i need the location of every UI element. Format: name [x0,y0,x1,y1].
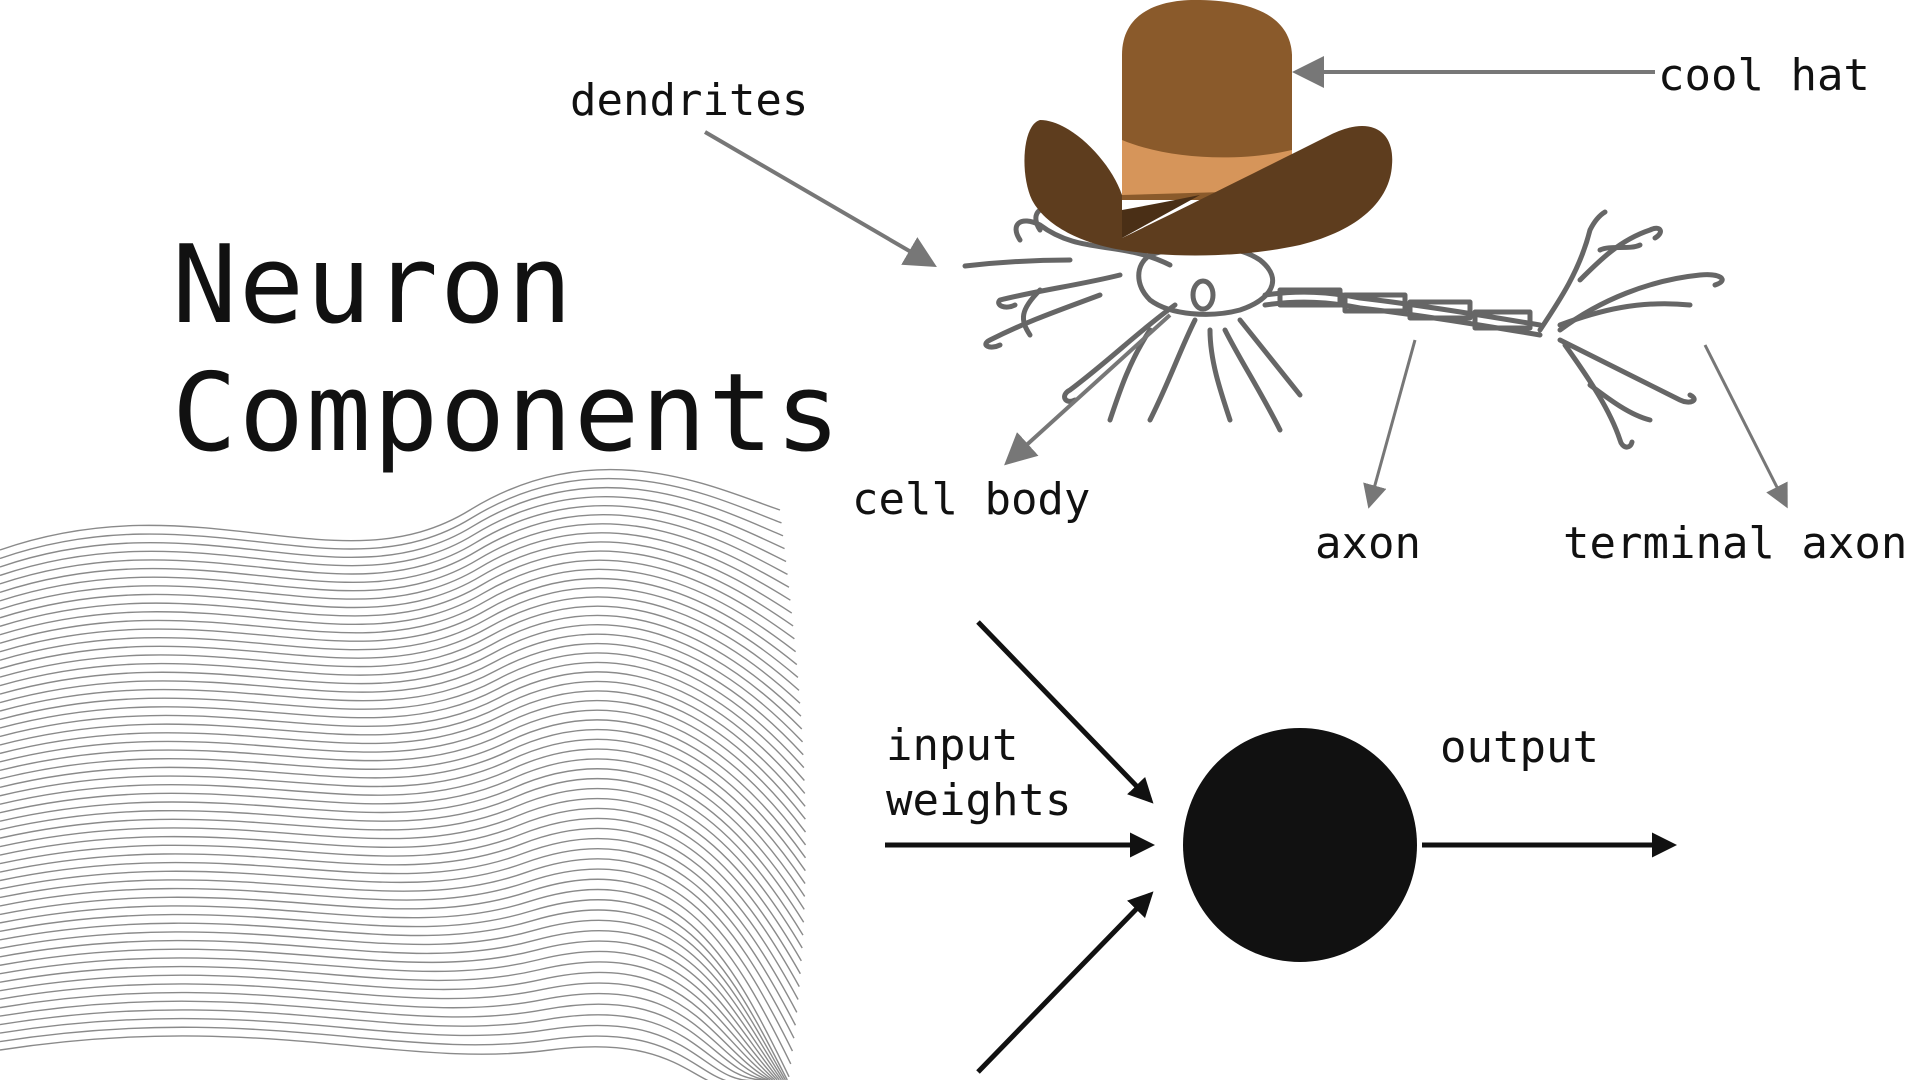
dendrites-arrow [703,130,937,268]
wave-line [0,680,806,807]
wave-line [0,550,794,627]
wave-line [0,1009,764,1080]
wave-line [0,919,785,1080]
wave-line [0,709,807,846]
neuron-outline [962,206,1725,450]
input-arrow-bottom [976,891,1154,1074]
wave-line [0,1035,756,1080]
title-line-1: Neuron [172,223,575,348]
wave-line [0,858,795,1039]
label-dendrites: dendrites [570,75,809,126]
wave-line [0,817,800,987]
wave-line [0,541,793,619]
wave-line [0,699,807,833]
wave-line [0,690,806,820]
wave-line [0,748,806,897]
wave-line [0,532,791,610]
wave-line [0,468,781,551]
wave-line [0,847,797,1026]
wave-line [0,929,782,1080]
wave-line [0,496,785,577]
wave-line [0,940,780,1080]
label-axon: axon [1315,518,1421,569]
wave-line [0,605,801,704]
label-input-line-2: weights [886,775,1072,826]
wave-line [0,587,799,678]
wave-line [0,559,795,640]
wave-line [0,950,778,1080]
wave-line [0,642,804,756]
wave-line [0,837,798,1013]
wave-line [0,577,798,666]
label-cool-hat: cool hat [1658,50,1870,101]
wave-line [0,807,801,975]
wave-line [0,719,807,859]
wave-line [0,523,790,602]
wave-line [0,878,792,1065]
wave-line [0,787,803,949]
wave-line [0,961,776,1080]
wave-line [0,729,806,872]
wave-line [0,661,805,781]
wave-line [0,486,784,568]
wave-line [0,568,797,653]
wave-line [0,982,771,1080]
page-title: Neuron Components [172,222,842,478]
input-arrow-top [976,620,1154,804]
wave-line [0,909,786,1080]
wave-line [0,477,782,560]
wave-line [0,991,769,1080]
perceptron-node [1183,728,1417,962]
terminal-axon-arrow [1703,344,1788,509]
axon-arrow [1363,339,1417,509]
wave-line [0,505,787,585]
wave-line [0,899,788,1080]
wave-line [0,596,800,691]
label-input-line-1: input [886,720,1019,771]
wave-line [0,1026,759,1080]
label-terminal-axon: terminal axon [1563,518,1908,569]
wave-line [0,1017,761,1080]
label-output: output [1440,722,1599,773]
wave-line [0,971,774,1080]
wave-line [0,1000,766,1080]
wave-line [0,624,803,730]
wave-line [0,797,802,962]
wave-line [0,652,805,769]
wave-line [0,671,806,794]
wave-line [0,778,804,936]
wave-line [0,758,805,910]
wave-line [0,768,805,923]
title-line-2: Components [172,351,843,476]
wave-line [0,633,804,743]
wave-line [0,888,790,1078]
wave-line [0,615,802,717]
wave-line [0,738,806,884]
wave-line [0,868,794,1052]
wave-line [0,514,788,594]
wave-line [0,827,799,1000]
cell-body-arrow [1004,313,1172,466]
label-cell-body: cell body [852,474,1091,525]
